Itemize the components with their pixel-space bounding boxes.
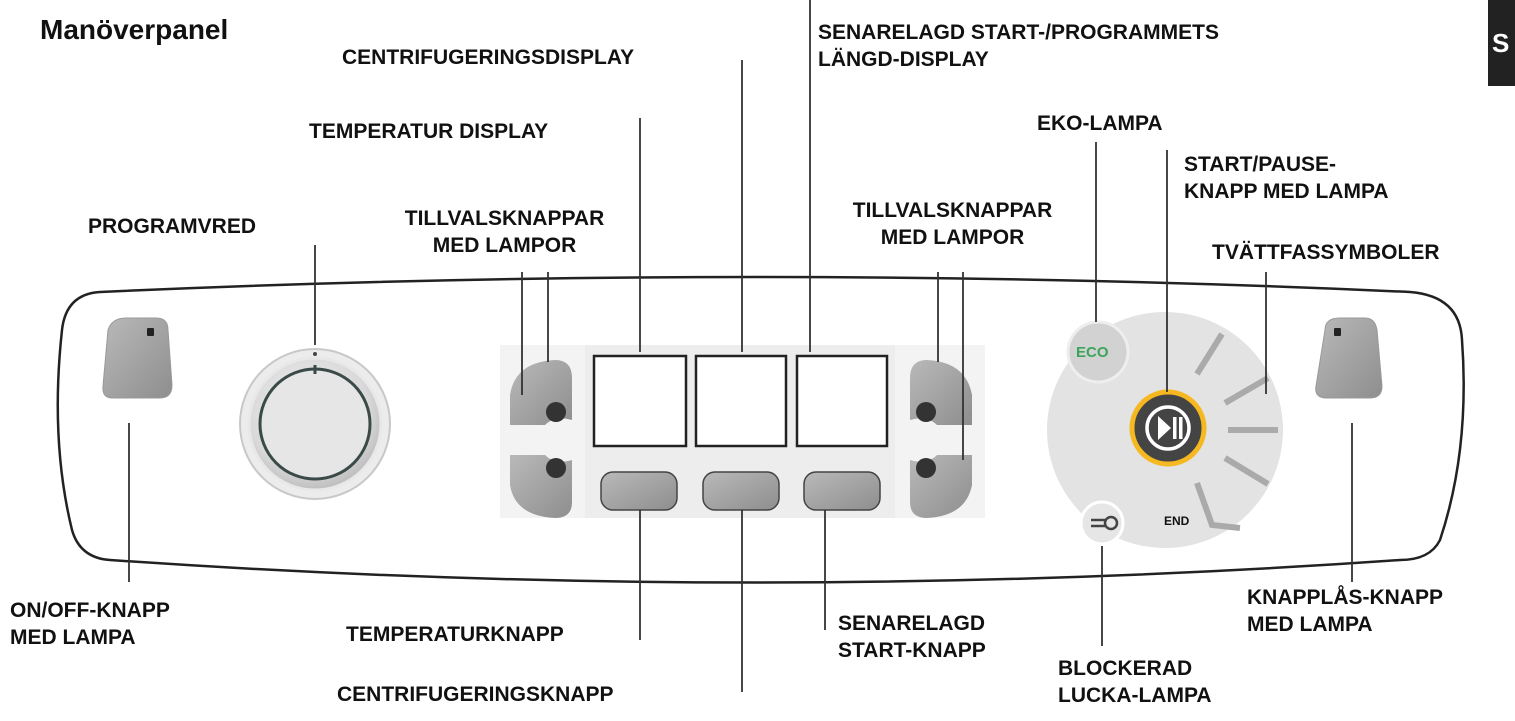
- eco-text: ECO: [1076, 344, 1109, 361]
- temperature-display: [592, 354, 688, 448]
- eco-lamp: [1066, 320, 1130, 384]
- label-temperature-display: TEMPERATUR DISPLAY: [309, 120, 549, 143]
- door-lock-lamp: [1079, 500, 1125, 546]
- key-icon: [1091, 515, 1119, 531]
- delay-display: [795, 354, 889, 448]
- right-option-buttons: [895, 345, 985, 518]
- label-temperature-button: TEMPERATURKNAPP: [346, 623, 564, 646]
- display-zone: [585, 345, 895, 518]
- label-option-buttons-right: TILLVALSKNAPPAR MED LAMPOR: [852, 199, 1053, 249]
- on-off-button: [102, 317, 173, 399]
- on-off-lamp-icon: [147, 328, 154, 336]
- label-wash-phase-symbols: TVÄTTFASSYMBOLER: [1212, 241, 1440, 264]
- start-pause-area: [1047, 312, 1283, 548]
- left-option-buttons: [500, 345, 585, 518]
- label-delay-start-button: SENARELAGD START-KNAPP: [838, 612, 986, 662]
- label-key-lock-button: KNAPPLÅS-KNAPP MED LAMPA: [1247, 586, 1444, 636]
- wash-phase-symbols: [1194, 332, 1278, 531]
- spin-display: [694, 354, 788, 448]
- label-eco-lamp: EKO-LAMPA: [1037, 112, 1163, 135]
- label-spin-display: CENTRIFUGERINGSDISPLAY: [342, 46, 635, 69]
- label-start-pause: START/PAUSE- KNAPP MED LAMPA: [1184, 153, 1389, 203]
- program-knob: [239, 348, 391, 500]
- label-on-off-button: ON/OFF-KNAPP MED LAMPA: [10, 599, 170, 649]
- leader-lines: [128, 0, 1353, 692]
- page-title: Manöverpanel: [40, 14, 229, 45]
- delay-start-button: [803, 471, 881, 511]
- end-text: END: [1164, 514, 1190, 528]
- section-tab: S: [1488, 0, 1515, 86]
- temperature-button: [600, 471, 678, 511]
- spin-button: [702, 471, 780, 511]
- label-delay-display: SENARELAGD START-/PROGRAMMETS LÄNGD-DISP…: [818, 21, 1219, 71]
- key-lock-button: [1315, 317, 1383, 399]
- label-option-buttons-left: TILLVALSKNAPPAR MED LAMPOR: [404, 207, 605, 257]
- label-program-knob: PROGRAMVRED: [88, 215, 257, 238]
- key-lock-lamp-icon: [1334, 328, 1341, 336]
- label-door-lock-lamp: BLOCKERAD LUCKA-LAMPA: [1058, 657, 1212, 707]
- label-spin-button: CENTRIFUGERINGSKNAPP: [337, 683, 614, 706]
- play-pause-icon: [1158, 416, 1171, 440]
